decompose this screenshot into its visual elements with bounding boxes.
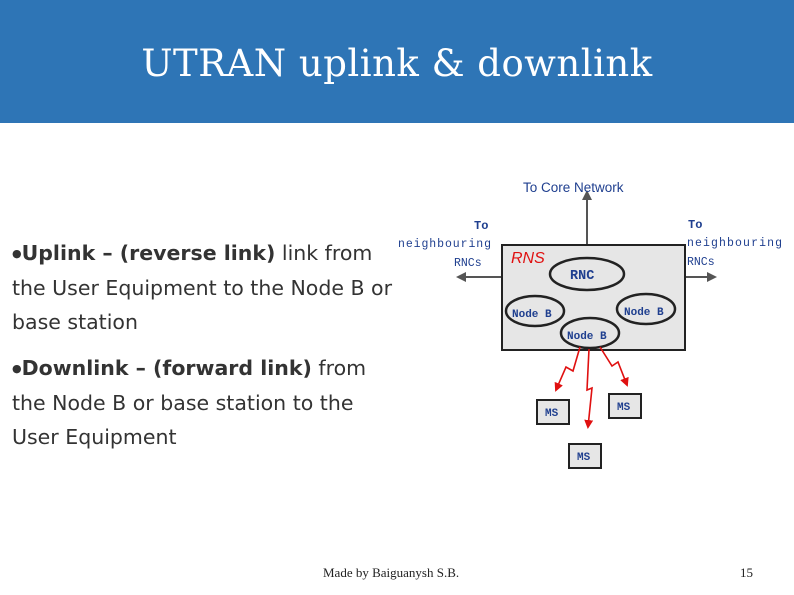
left-neighbouring-label: neighbouring [398, 238, 491, 251]
ms-box-bottom [568, 443, 602, 469]
bullet-uplink: ●Uplink – (reverse link) link from the U… [12, 236, 397, 339]
slide-title: UTRAN uplink & downlink [141, 42, 653, 85]
bullet-term: Downlink – (forward link) [21, 356, 312, 380]
footer-credit: Made by Baiguanysh S.B. [323, 565, 460, 580]
title-bar: UTRAN uplink & downlink [0, 0, 794, 123]
ms-box-left [536, 399, 570, 425]
bullet-text: link from the User Equipment to the Node… [12, 241, 393, 334]
bullet-term: Uplink – (reverse link) [21, 241, 276, 265]
utran-diagram: RNS RNC Node B Node B Node B MS MS MS To… [398, 180, 782, 469]
radio-link-center [584, 348, 594, 429]
node-b-right-label: Node B [624, 307, 664, 319]
bullet-dot-icon: ● [12, 247, 22, 260]
node-b-center [559, 316, 621, 350]
rns-label: RNS [511, 250, 545, 267]
page-number: 15 [740, 565, 753, 580]
bullet-downlink: ●Downlink – (forward link) from the Node… [12, 351, 397, 454]
rnc-label: RNC [570, 269, 594, 284]
rnc-node [548, 256, 626, 292]
node-b-center-label: Node B [567, 331, 607, 343]
ms-right-label: MS [617, 402, 631, 414]
core-network-label: To Core Network [523, 180, 624, 195]
ms-bottom-label: MS [577, 452, 591, 464]
radio-link-right [599, 346, 629, 387]
left-rncs-label: RNCs [454, 257, 482, 270]
left-to-label: To [474, 219, 488, 233]
right-to-label: To [688, 218, 702, 232]
node-b-left-label: Node B [512, 309, 552, 321]
ms-box-right [608, 393, 642, 419]
ms-left-label: MS [545, 408, 559, 420]
node-b-left [504, 294, 566, 328]
radio-link-left [554, 346, 581, 392]
bullet-dot-icon: ● [12, 362, 22, 375]
right-neighbouring-label: neighbouring [687, 237, 782, 250]
right-rncs-label: RNCs [687, 256, 715, 269]
bullet-text: from the Node B or base station to the U… [12, 356, 367, 449]
node-b-right [615, 292, 677, 326]
bullet-list: ●Uplink – (reverse link) link from the U… [12, 236, 397, 466]
